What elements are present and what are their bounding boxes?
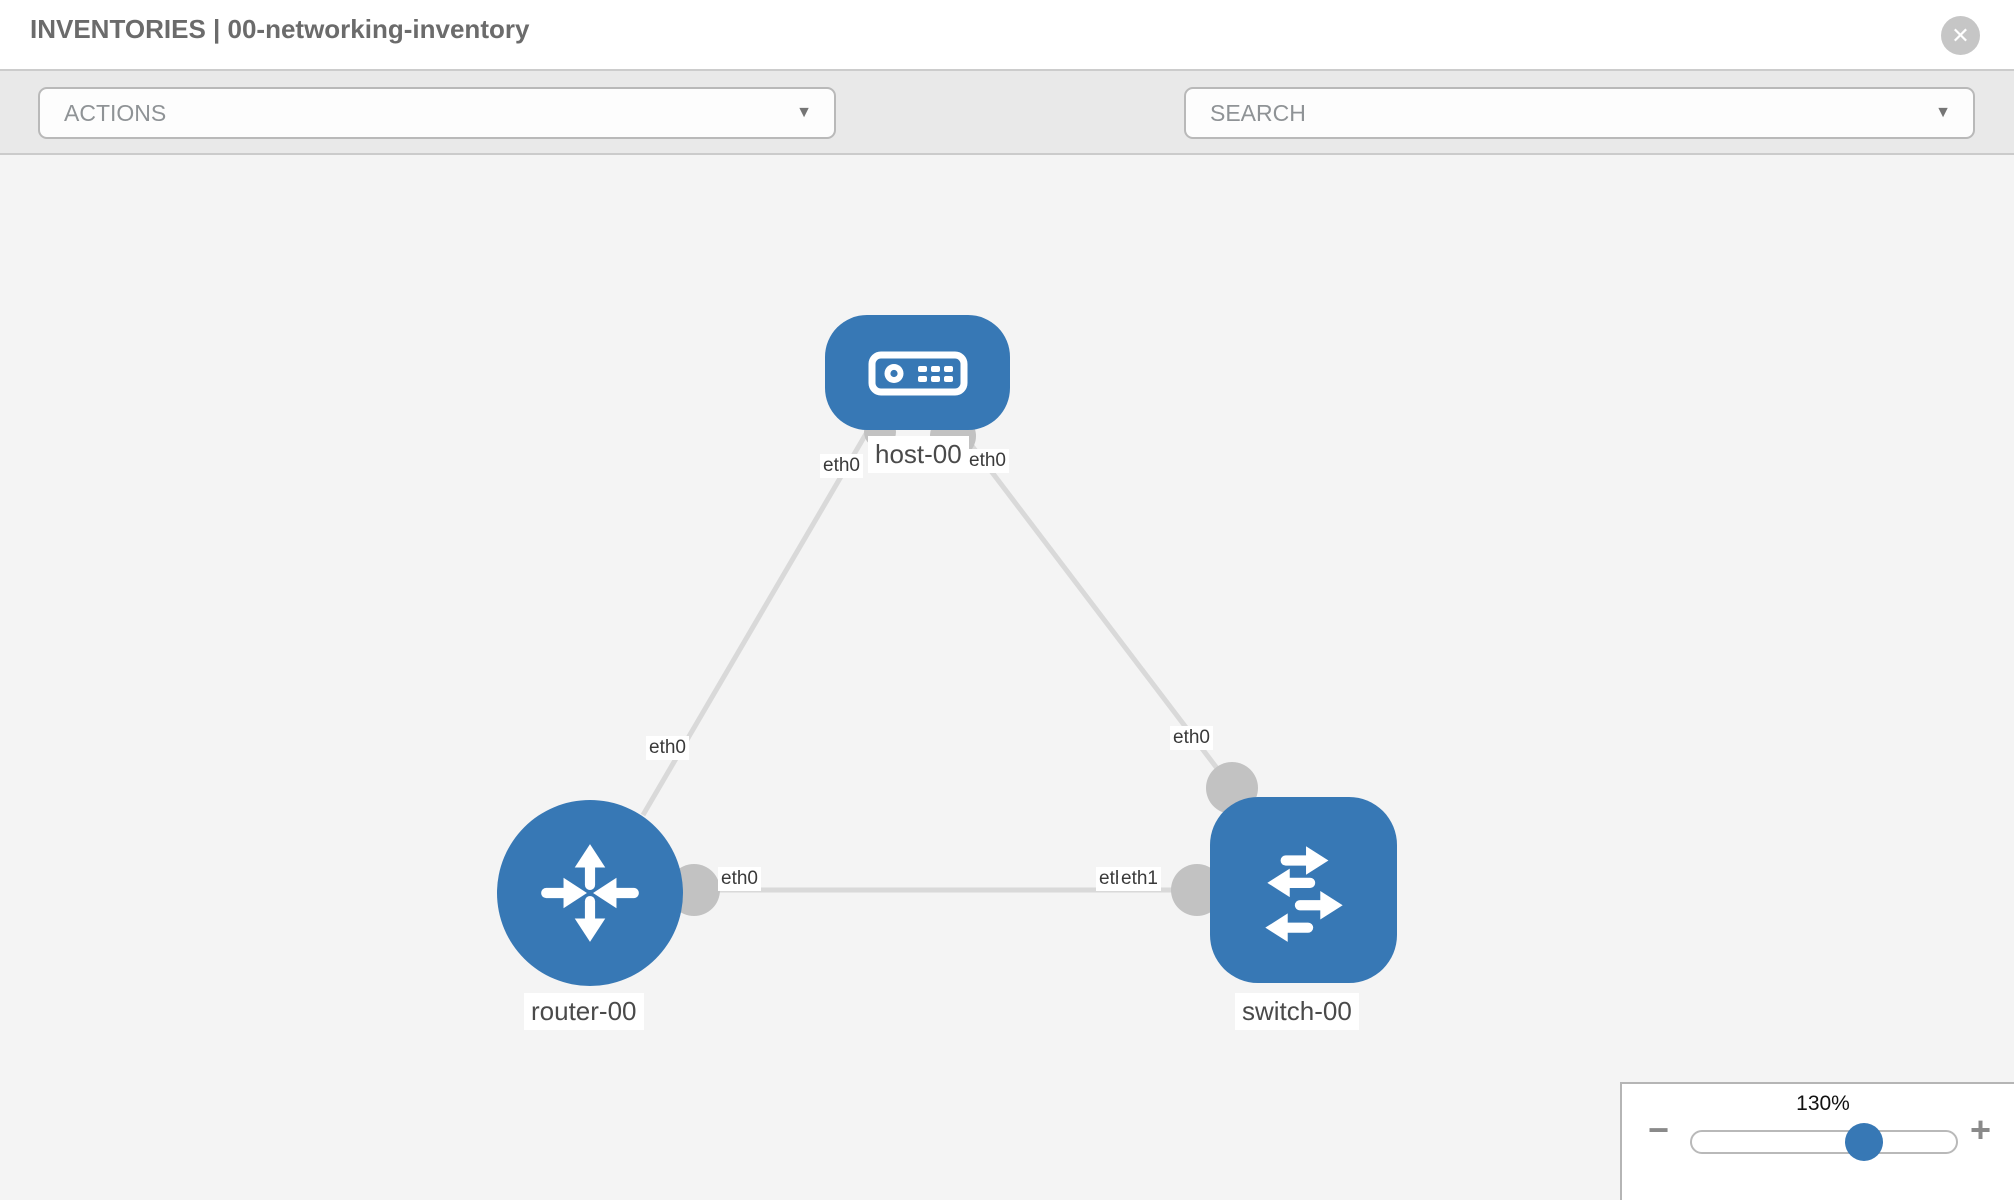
zoom-percent-value: 130% <box>1796 1092 1850 1115</box>
interface-label-router-eth0-uplink: eth0 <box>646 736 689 760</box>
search-dropdown-label: SEARCH <box>1210 99 1306 126</box>
interface-label-router-eth0: eth0 <box>718 867 761 891</box>
zoom-slider-thumb[interactable] <box>1845 1123 1883 1161</box>
switch-icon <box>1264 846 1343 942</box>
page-title: INVENTORIES | 00-networking-inventory <box>30 14 530 44</box>
zoom-slider-track[interactable] <box>1690 1123 1958 1161</box>
zoom-control-panel: 130% − + <box>1620 1082 2014 1200</box>
chevron-down-icon: ▼ <box>796 104 812 121</box>
node-host-00[interactable] <box>825 315 1010 430</box>
node-label-router: router-00 <box>524 993 644 1030</box>
search-dropdown[interactable]: SEARCH ▼ <box>1184 87 1975 139</box>
interface-label-switch-eth1: eth1 <box>1118 867 1161 891</box>
node-label-host: host-00 <box>868 436 969 473</box>
actions-dropdown[interactable]: ACTIONS ▼ <box>38 87 836 139</box>
zoom-out-button[interactable]: − <box>1648 1109 1670 1150</box>
actions-dropdown-label: ACTIONS <box>64 99 167 126</box>
node-router-00[interactable] <box>497 800 683 986</box>
node-label-switch: switch-00 <box>1235 993 1359 1030</box>
topology-canvas[interactable]: host-00 router-00 switch-00 eth0 eth0 et… <box>0 155 2014 1200</box>
topology-links-layer <box>640 413 1258 916</box>
zoom-in-button[interactable]: + <box>1970 1109 1992 1150</box>
chevron-down-icon: ▼ <box>1935 104 1951 121</box>
toolbar: ACTIONS ▼ SEARCH ▼ <box>0 71 2014 207</box>
interface-label-switch-eth0-uplink: eth0 <box>1170 726 1213 750</box>
header: INVENTORIES | 00-networking-inventory ✕ <box>0 0 2014 71</box>
node-switch-00[interactable] <box>1210 797 1397 983</box>
interface-label-host-eth0-left: eth0 <box>820 454 863 478</box>
host-icon <box>868 351 967 395</box>
close-icon[interactable]: ✕ <box>1941 16 1980 55</box>
router-icon <box>541 844 639 942</box>
interface-label-host-eth0-right: eth0 <box>966 449 1009 473</box>
